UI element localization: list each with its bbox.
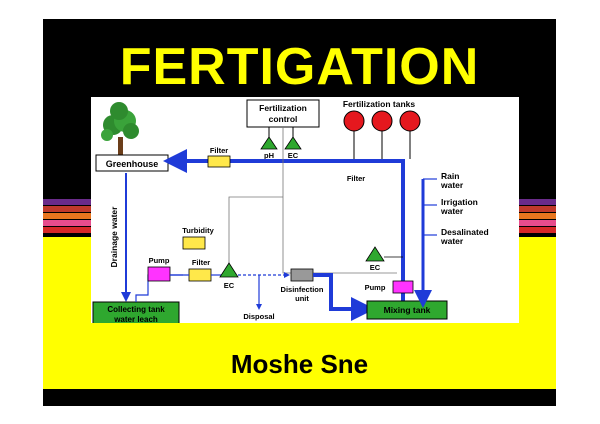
fertilization-tanks-label: Fertilization tanks [343, 99, 416, 109]
supply-pipe [163, 149, 405, 307]
fertilizer-tank-2 [371, 110, 393, 132]
desalinated-water-label-1: Desalinated [441, 227, 489, 237]
pump-box-right [392, 280, 414, 294]
ec-label-right: EC [370, 263, 381, 272]
fertigation-diagram: Greenhouse Fertilization control Fertili… [91, 97, 519, 323]
ec-sensor-icon-bottom [219, 262, 239, 278]
ec-label-bottom: EC [224, 281, 235, 290]
disinfection-unit-label-1: Disinfection [281, 285, 324, 294]
rain-water-label-2: water [440, 180, 464, 190]
disinfection-unit-label-2: unit [295, 294, 309, 303]
control-line [282, 127, 397, 274]
filter-box-top [207, 155, 231, 168]
pump-label-right: Pump [365, 283, 386, 292]
desalinated-water-label-2: water [440, 236, 464, 246]
fertilization-control-label-1: Fertilization [259, 103, 307, 113]
fertilizer-tank-3 [399, 110, 421, 132]
ph-sensor-icon [260, 136, 278, 150]
ec-sensor-icon-top [284, 136, 302, 150]
fertilization-control-box [246, 99, 320, 128]
pump-label-left: Pump [149, 256, 170, 265]
author-name: Moshe Sne [230, 349, 369, 379]
turbidity-label: Turbidity [182, 226, 214, 235]
irrigation-water-label-2: water [440, 206, 464, 216]
filter-label-bottom: Filter [192, 258, 210, 267]
ec-sensor-icon-right [365, 246, 385, 262]
fertilizer-tank-1 [343, 110, 365, 132]
turbidity-box [182, 236, 206, 250]
tree-icon [101, 102, 139, 159]
rain-water-label-1: Rain [441, 171, 459, 181]
slide-title: FERTIGATION [119, 38, 480, 96]
disposal-label: Disposal [243, 312, 274, 321]
collecting-tank-label-1: Collecting tank [107, 305, 165, 314]
mix-feed-pipe [313, 273, 375, 321]
control-line-2 [228, 196, 283, 273]
filter-label-right: Filter [347, 174, 365, 183]
filter-label-top: Filter [210, 146, 228, 155]
drainage-water-label: Drainage water [109, 206, 119, 268]
mixing-tank-label: Mixing tank [384, 305, 431, 315]
greenhouse-label: Greenhouse [106, 159, 159, 169]
irrigation-water-label-1: Irrigation [441, 197, 478, 207]
filter-box-bottom [188, 268, 212, 282]
fertilization-control-label-2: control [269, 114, 298, 124]
pump-box-left [147, 266, 171, 282]
collecting-tank-label-2: water leach [113, 315, 158, 323]
ec-label-top: EC [288, 151, 299, 160]
disinfection-unit-box [290, 268, 314, 282]
ph-label: pH [264, 151, 274, 160]
slide: FERTIGATION Greenhouse [43, 19, 556, 406]
